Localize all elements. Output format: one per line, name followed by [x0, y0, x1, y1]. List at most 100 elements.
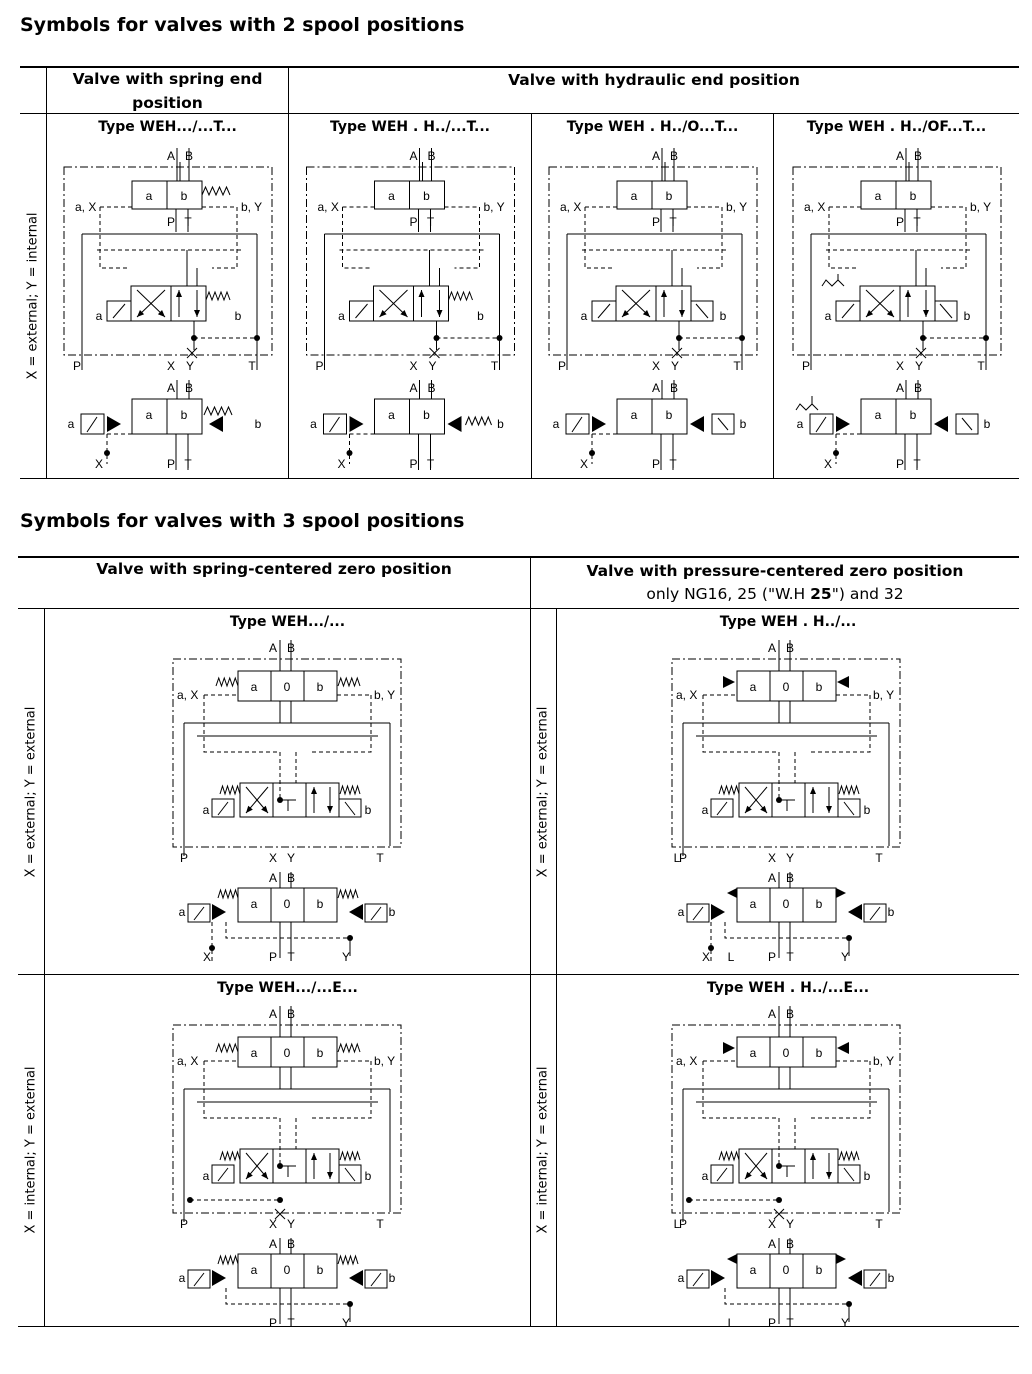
flow-line [219, 1150, 241, 1162]
port-label: b [864, 803, 871, 817]
flow-arrow [194, 310, 200, 317]
valve-box [616, 180, 653, 210]
valve-box [166, 398, 203, 435]
port-label: A [768, 1007, 776, 1021]
valve-box [374, 398, 410, 435]
port-label: b [984, 417, 991, 431]
line [370, 906, 382, 921]
port-label: b [389, 1271, 396, 1285]
junction-dot [346, 450, 353, 456]
port-label: P [652, 457, 660, 471]
table-rule-top [18, 556, 1019, 558]
pilot-triangle [727, 888, 737, 898]
port-label: b, Y [374, 1054, 395, 1068]
port-label: T [427, 457, 435, 471]
line [717, 417, 729, 431]
port-label: a [678, 1271, 685, 1285]
port-label: P [679, 851, 687, 865]
pilot-triangle [934, 416, 948, 432]
port-label: a [251, 1263, 258, 1277]
valve-box [170, 285, 207, 322]
port-label: 0 [783, 897, 790, 911]
port-label: X [95, 457, 103, 471]
line [961, 417, 973, 431]
valve-box [804, 1148, 839, 1184]
flow-arrow [436, 310, 443, 317]
valve-box [409, 398, 445, 435]
port-label: A [167, 381, 175, 395]
port-label: T [184, 457, 192, 471]
table-divider [46, 66, 47, 478]
port-label: P [768, 1316, 776, 1330]
line [112, 303, 126, 319]
valve-box [131, 398, 168, 435]
port-label: X [768, 851, 776, 865]
port-label: A [269, 871, 277, 885]
port-label: a [875, 408, 882, 422]
port-label: a [179, 1271, 186, 1285]
valve-box [671, 1024, 901, 1214]
line [692, 1272, 704, 1287]
port-label: b, Y [873, 1054, 894, 1068]
valve-box [237, 1253, 272, 1289]
port-label: P [558, 359, 566, 373]
port-label: b [964, 309, 971, 323]
valve-box [548, 166, 758, 356]
port-label: a [750, 897, 757, 911]
port-label: b [389, 905, 396, 919]
flow-line [201, 185, 231, 197]
valve-box [895, 180, 932, 210]
pilot-triangle [848, 904, 862, 920]
flow-arrow [246, 805, 253, 813]
line [716, 1167, 728, 1182]
cell-title: Type WEH . H../... [719, 614, 857, 630]
port-label: b, Y [374, 688, 395, 702]
header-pressure-note: only NG16, 25 ("W.H 25") and 32 [646, 585, 904, 603]
table-divider [531, 113, 532, 478]
flow-line [217, 1254, 239, 1266]
port-label: b [365, 1169, 372, 1183]
line [193, 906, 205, 921]
port-label: A [652, 149, 660, 163]
port-label: a [678, 905, 685, 919]
port-label: A [409, 149, 417, 163]
port-label: T [875, 851, 883, 865]
port-label: P [409, 457, 417, 471]
pilot-triangle [848, 1270, 862, 1286]
port-label: A [768, 641, 776, 655]
port-label: T [977, 359, 985, 373]
port-label: P [269, 1316, 277, 1330]
valve-box [736, 887, 771, 923]
pilot-triangle [349, 904, 363, 920]
line [355, 303, 368, 319]
port-label: b [181, 189, 188, 203]
port-label: b [235, 309, 242, 323]
junction-dot [833, 450, 839, 456]
header-spring-centered: Valve with spring-centered zero position [96, 560, 452, 578]
port-label: 0 [284, 1046, 291, 1060]
table-rule-bottom [20, 478, 1019, 479]
pilot-triangle [592, 416, 606, 432]
port-label: b [816, 1263, 823, 1277]
port-label: a [68, 417, 75, 431]
valve-box [804, 782, 839, 818]
port-label: a, X [75, 200, 96, 214]
flow-arrow [923, 310, 929, 317]
port-label: b, Y [726, 200, 747, 214]
flow-arrow [642, 309, 650, 317]
flow-line [337, 676, 361, 688]
table-rule-header [20, 113, 1019, 114]
flow-line [310, 695, 372, 753]
port-label: Y [186, 359, 194, 373]
port-label: 0 [284, 897, 291, 911]
port-label: b [181, 408, 188, 422]
line [869, 1272, 881, 1287]
port-label: b [666, 408, 673, 422]
flow-arrow [866, 309, 874, 317]
valve-box [899, 285, 936, 322]
port-label: b [317, 1263, 324, 1277]
flow-line [941, 207, 967, 269]
